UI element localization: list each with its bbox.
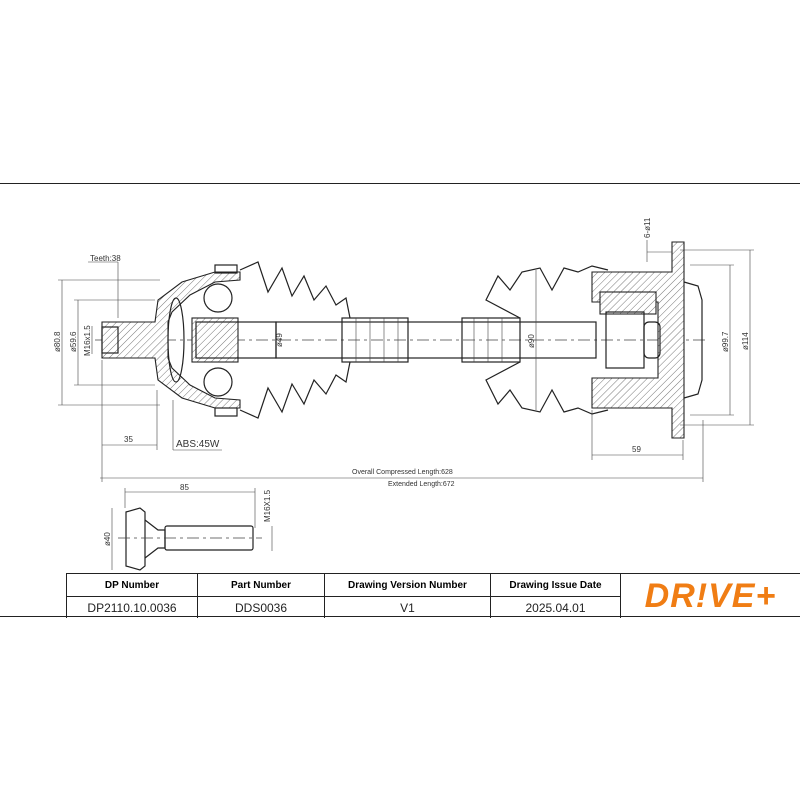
bolt-d40: ø40 — [103, 532, 112, 546]
dim-d49: ø49 — [275, 333, 284, 347]
dim-35: 35 — [124, 435, 133, 444]
part-number-header: Part Number — [198, 574, 324, 597]
dim-m16-left: M16x1.5 — [83, 325, 92, 356]
dp-number-column: DP Number DP2110.10.0036 — [66, 574, 197, 618]
bolt-drawing — [111, 488, 273, 571]
dp-number-header: DP Number — [67, 574, 197, 597]
drawing-frame — [0, 183, 800, 617]
dim-59: 59 — [632, 445, 641, 454]
dim-d114: ø114 — [741, 332, 750, 350]
outer-boot-bottom — [239, 361, 351, 419]
teeth-label: Teeth:38 — [90, 254, 121, 263]
dim-holes: 6-ø11 — [643, 217, 652, 238]
inner-boot-bottom — [485, 361, 609, 415]
dp-number-value: DP2110.10.0036 — [87, 600, 177, 615]
brand-logo: DR!VE+ — [620, 574, 800, 618]
drive-shaft — [275, 317, 597, 363]
bolt-thread: M16X1.5 — [263, 489, 272, 522]
version-header: Drawing Version Number — [325, 574, 490, 597]
dim-d59-6: ø59.6 — [69, 331, 78, 352]
inner-joint-housing — [591, 241, 703, 439]
part-number-column: Part Number DDS0036 — [197, 574, 324, 618]
version-column: Drawing Version Number V1 — [324, 574, 490, 618]
extended-length: Extended Length:672 — [388, 481, 455, 488]
compressed-length: Overall Compressed Length:628 — [352, 469, 453, 476]
dimensions — [58, 240, 754, 482]
issue-date-header: Drawing Issue Date — [491, 574, 620, 597]
issue-date-value: 2025.04.01 — [525, 600, 586, 615]
issue-date-column: Drawing Issue Date 2025.04.01 — [490, 574, 620, 618]
title-block: DP Number DP2110.10.0036 Part Number DDS… — [66, 573, 800, 618]
abs-label: ABS:45W — [176, 439, 220, 450]
part-number-value: DDS0036 — [234, 600, 288, 615]
outer-boot-top — [239, 261, 351, 319]
dim-d80-8: ø80.8 — [53, 331, 62, 352]
dim-d90: ø90 — [527, 334, 536, 348]
inner-boot-top — [485, 265, 609, 319]
version-value: V1 — [400, 600, 415, 615]
bolt-length: 85 — [180, 483, 189, 492]
outer-cv-joint — [101, 264, 277, 417]
dim-d99-7: ø99.7 — [721, 331, 730, 352]
brand-logo-text: DR!VE+ — [644, 576, 777, 615]
